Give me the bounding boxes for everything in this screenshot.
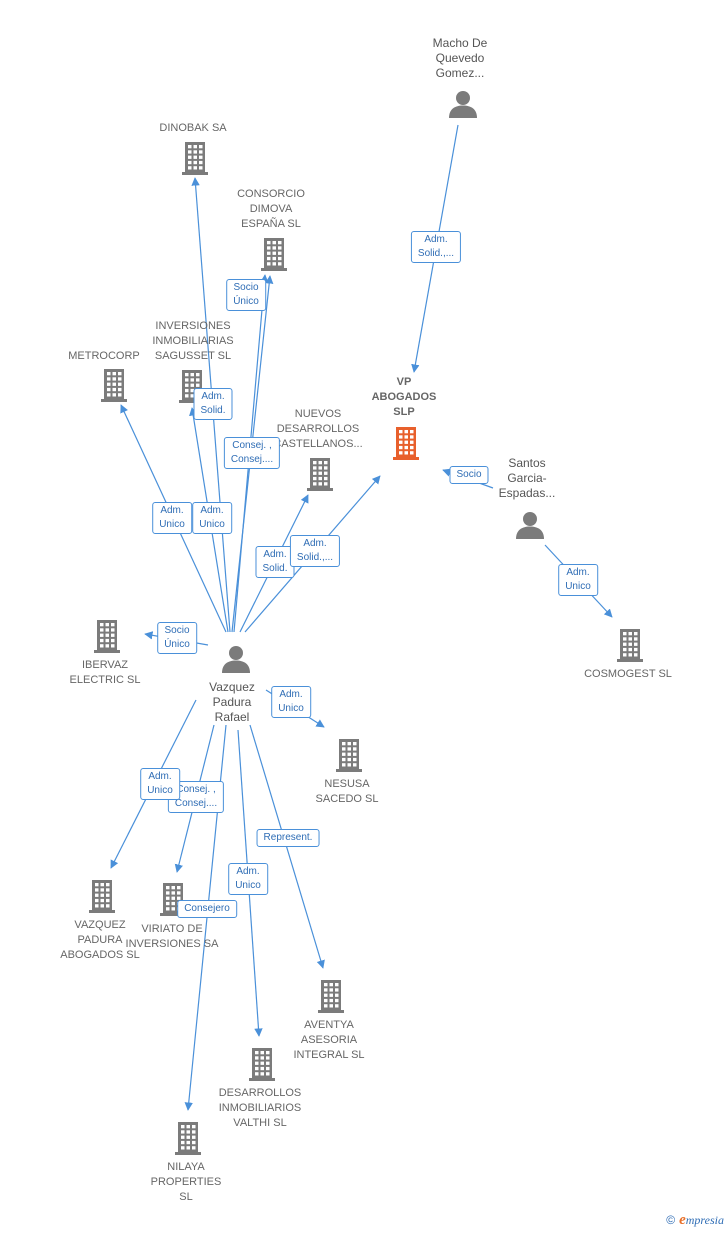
node-nesusa[interactable] [335, 738, 363, 777]
building-icon [89, 880, 115, 913]
edge-label-santos-vp[interactable]: Socio [449, 466, 489, 484]
node-nuevos[interactable] [306, 457, 334, 496]
edge-label-macho-vp[interactable]: Adm. Solid.,... [410, 231, 462, 263]
node-label-inversiones[interactable]: INVERSIONES INMOBILIARIAS SAGUSSET SL [152, 320, 234, 362]
edge-label-vazquez-consorcio[interactable]: Consej. , Consej.... [223, 437, 281, 469]
node-label-vp[interactable]: VP ABOGADOS SLP [371, 376, 437, 418]
building-icon [182, 142, 208, 175]
building-icon [617, 629, 643, 662]
edge-label-vazquez-viriato[interactable]: Consej. , Consej.... [167, 781, 225, 813]
building-icon [249, 1048, 275, 1081]
edge-label-vazquez-vazquezpadura[interactable]: Adm. Unico [140, 768, 180, 800]
copyright-symbol: © [666, 1213, 676, 1227]
node-vazquezpadura[interactable] [88, 879, 116, 918]
edge-label-vazquez-ibervaz[interactable]: Socio Único [157, 622, 197, 654]
node-label-cosmogest[interactable]: COSMOGEST SL [584, 668, 672, 680]
edge-label-vazquez-dinobak[interactable]: Adm. Unico [152, 502, 192, 534]
building-icon [307, 458, 333, 491]
node-nilaya[interactable] [174, 1121, 202, 1160]
node-aventya[interactable] [317, 979, 345, 1018]
building-icon [393, 427, 419, 460]
node-label-aventya[interactable]: AVENTYA ASESORIA INTEGRAL SL [293, 1019, 365, 1061]
brand-logo-initial: e [679, 1212, 686, 1228]
node-label-metrocorp[interactable]: METROCORP [68, 350, 140, 362]
node-viriato[interactable] [159, 882, 187, 921]
edge-label-vazquez-aventya[interactable]: Represent. [256, 829, 320, 847]
person-icon [449, 91, 477, 118]
node-label-dinobak[interactable]: DINOBAK SA [159, 122, 227, 134]
node-vp[interactable] [392, 426, 420, 465]
building-icon [175, 1122, 201, 1155]
edge-label-vazquez-metrocorp[interactable]: Adm. Unico [192, 502, 232, 534]
brand-logo-text: mpresia [685, 1213, 724, 1227]
node-label-macho[interactable]: Macho De Quevedo Gomez... [432, 36, 488, 80]
edge-label-vazquez-consorcio[interactable]: Socio Único [226, 279, 266, 311]
node-label-consorcio[interactable]: CONSORCIO DIMOVA ESPAÑA SL [237, 188, 305, 230]
brand-footer[interactable]: ©empresia [666, 1212, 724, 1229]
node-label-nesusa[interactable]: NESUSA SACEDO SL [315, 778, 379, 805]
edge-label-vazquez-desarrollos[interactable]: Adm. Unico [228, 863, 268, 895]
building-icon [160, 883, 186, 916]
node-label-nilaya[interactable]: NILAYA PROPERTIES SL [150, 1161, 222, 1203]
node-vazquez[interactable] [221, 645, 251, 678]
node-label-vazquez[interactable]: Vazquez Padura Rafael [209, 680, 255, 724]
node-consorcio[interactable] [260, 237, 288, 276]
edge-label-vazquez-nilaya[interactable]: Consejero [177, 900, 237, 918]
person-icon [516, 512, 544, 539]
node-macho[interactable] [448, 90, 478, 123]
node-label-ibervaz[interactable]: IBERVAZ ELECTRIC SL [69, 659, 141, 686]
person-icon [222, 646, 250, 673]
building-icon [94, 620, 120, 653]
edge-label-vazquez-vp[interactable]: Adm. Solid.,... [289, 535, 341, 567]
node-label-desarrollos[interactable]: DESARROLLOS INMOBILIARIOS VALTHI SL [218, 1087, 302, 1129]
building-icon [336, 739, 362, 772]
edge-label-vazquez-nesusa[interactable]: Adm. Unico [271, 686, 311, 718]
node-cosmogest[interactable] [616, 628, 644, 667]
node-santos[interactable] [515, 511, 545, 544]
node-label-viriato[interactable]: VIRIATO DE INVERSIONES SA [125, 923, 219, 950]
node-desarrollos[interactable] [248, 1047, 276, 1086]
node-label-nuevos[interactable]: NUEVOS DESARROLLOS CASTELLANOS... [273, 408, 363, 450]
building-icon [318, 980, 344, 1013]
edge-label-santos-cosmogest[interactable]: Adm. Unico [558, 564, 598, 596]
node-label-vazquezpadura[interactable]: VAZQUEZ PADURA ABOGADOS SL [60, 919, 140, 961]
node-dinobak[interactable] [181, 141, 209, 180]
node-ibervaz[interactable] [93, 619, 121, 658]
edge-label-vazquez-inversiones[interactable]: Adm. Solid. [193, 388, 233, 420]
building-icon [261, 238, 287, 271]
edge-label-vazquez-nuevos[interactable]: Adm. Solid. [255, 546, 295, 578]
node-metrocorp[interactable] [100, 368, 128, 407]
node-label-santos[interactable]: Santos Garcia- Espadas... [498, 456, 556, 500]
building-icon [101, 369, 127, 402]
